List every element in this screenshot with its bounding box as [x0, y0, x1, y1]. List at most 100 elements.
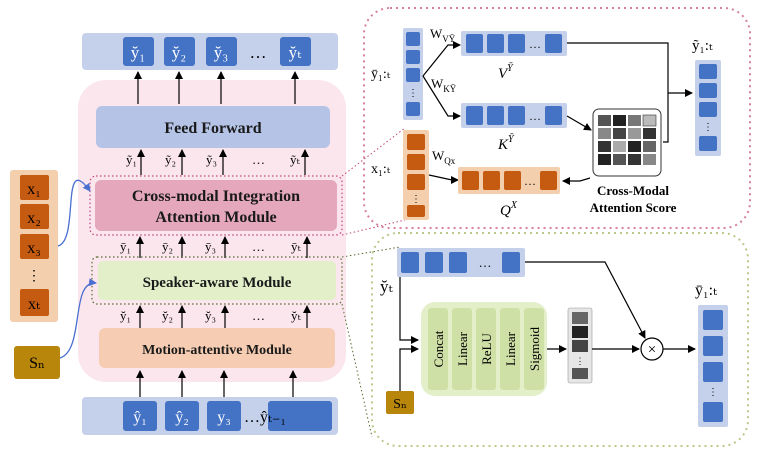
w-v-label: WVȲ — [430, 26, 456, 44]
cross-modal-label-line2: Attention Module — [155, 209, 276, 226]
yt-cell — [425, 252, 443, 273]
ff-input-label: ỹₜ — [290, 152, 301, 167]
op-box — [500, 308, 520, 390]
output-token-cell — [206, 37, 237, 66]
speaker-detail-panel — [371, 232, 749, 447]
q-cell — [483, 171, 500, 190]
output-token-label: y̆ₜ — [289, 43, 303, 62]
op-box — [428, 308, 448, 390]
leader-line-sp-bottom — [341, 303, 373, 438]
k-cell — [466, 106, 483, 125]
sp-input-label: y̆₃ — [205, 308, 216, 323]
ff-input-ellipsis: … — [252, 152, 265, 167]
feed-forward-label: Feed Forward — [164, 120, 261, 137]
attention-score-matrix — [592, 108, 662, 177]
op-label: Linear — [455, 331, 470, 366]
sp-input-label: y̆ₜ — [291, 308, 302, 323]
arrows-cm-to-ff — [137, 149, 309, 175]
arrows-ff-to-output — [134, 71, 299, 104]
ybar-cell — [406, 32, 420, 46]
ytilde-vellipsis: ⋮ — [703, 122, 713, 133]
cm-input-ellipsis: … — [252, 239, 265, 254]
x-input-label: x₁:ₜ — [371, 162, 391, 177]
output-tokens: y̆₁ y̆₂ y̆₃ … y̆ₜ — [123, 37, 311, 66]
input-token-cell — [165, 401, 199, 431]
xcol-cell — [407, 134, 425, 150]
sp-input-label: y̆₁ — [120, 308, 131, 323]
op-box — [524, 308, 544, 390]
x-to-cross-modal-connector — [57, 179, 91, 247]
output-token-cell — [164, 37, 195, 66]
op-label: Sigmoid — [527, 326, 542, 371]
op-stack: Concat Linear ReLU Linear Sigmoid — [428, 308, 544, 390]
leader-line-sp-top — [341, 246, 401, 258]
gate-cell — [572, 312, 588, 324]
speaker-outer-dotted — [91, 256, 343, 305]
xcol-vellipsis: ⋮ — [411, 194, 421, 205]
cross-modal-outer-dotted — [89, 175, 343, 236]
ff-input-label: ỹ₁ — [126, 152, 137, 167]
input-token-cell — [123, 401, 157, 431]
ff-input-labels: ỹ₁ ỹ₂ ỹ₃ … ỹₜ — [126, 152, 301, 167]
yt-cell — [502, 252, 520, 273]
sp-input-ellipsis: … — [252, 308, 265, 323]
v-cell — [508, 34, 525, 53]
ybar-input-label: ȳ₁:ₜ — [371, 67, 391, 82]
k-label: KȲ — [497, 133, 515, 153]
op-box — [476, 308, 496, 390]
k-cell — [487, 106, 504, 125]
q-label: QX — [500, 200, 518, 219]
x-label: x₁ — [27, 181, 41, 198]
ytilde-output-label: ỹ₁:ₜ — [692, 38, 713, 54]
yt-ellipsis: … — [479, 255, 492, 270]
ytilde-cell — [699, 136, 717, 151]
op-box — [452, 308, 472, 390]
x-label: xₜ — [28, 296, 40, 313]
x-vellipsis: ⋮ — [27, 269, 41, 284]
score-label-line2: Attention Score — [590, 200, 677, 215]
ytilde-cell — [699, 83, 717, 98]
xcol-cell — [407, 154, 425, 170]
w-q-label: WQx — [432, 148, 456, 166]
output-token-ellipsis: … — [250, 43, 267, 62]
x-cell — [20, 234, 49, 259]
cross-modal-detail-panel — [363, 7, 751, 229]
multiply-symbol: × — [648, 342, 656, 358]
x-input-cells: x₁ x₂ x₃ ⋮ xₜ — [20, 175, 49, 316]
x-cell — [20, 204, 49, 229]
w-k-label: WKȲ — [431, 76, 457, 94]
q-cell — [462, 171, 479, 190]
xcol-cell — [407, 205, 425, 217]
cm-input-label: ȳ₂ — [162, 239, 173, 254]
input-token-cell — [268, 401, 332, 431]
sn-box — [14, 346, 60, 379]
input-tokens: ŷ₁ ŷ₂ y₃ …ŷₜ₋₁ — [123, 401, 332, 431]
cm-input-label: ȳₜ — [291, 239, 302, 254]
output-token-cell — [280, 37, 311, 66]
q-cell — [540, 171, 557, 190]
ybar-cell — [406, 68, 420, 82]
arrows-motion-to-speaker — [136, 305, 311, 328]
output-token-label: y̆₁ — [131, 43, 145, 62]
ybar-output-cell — [703, 402, 723, 422]
cm-input-labels: ȳ₁ ȳ₂ ȳ₃ … ȳₜ — [120, 239, 302, 254]
cross-modal-label-line1: Cross-modal Integration — [132, 188, 300, 205]
k-cell — [508, 106, 525, 125]
k-ellipsis: … — [529, 109, 541, 123]
k-cell — [545, 106, 562, 125]
motion-attentive-label: Motion-attentive Module — [142, 343, 292, 358]
sp-input-label: y̆₂ — [162, 308, 173, 323]
input-token-label: y₃ — [217, 409, 231, 426]
sn-detail-label: Sₙ — [393, 397, 407, 412]
attn-arrows — [422, 41, 461, 184]
ybar-vellipsis: ⋮ — [408, 88, 418, 99]
x-label: x₃ — [27, 240, 41, 257]
cm-input-label: ȳ₁ — [120, 239, 131, 254]
cm-input-label: ȳ₃ — [205, 239, 216, 254]
input-token-cell — [207, 401, 241, 431]
x-cell — [20, 289, 49, 316]
yt-input-label: y̆ₜ — [380, 277, 394, 296]
output-token-label: y̆₃ — [214, 43, 229, 62]
speaker-aware-block — [98, 261, 336, 300]
